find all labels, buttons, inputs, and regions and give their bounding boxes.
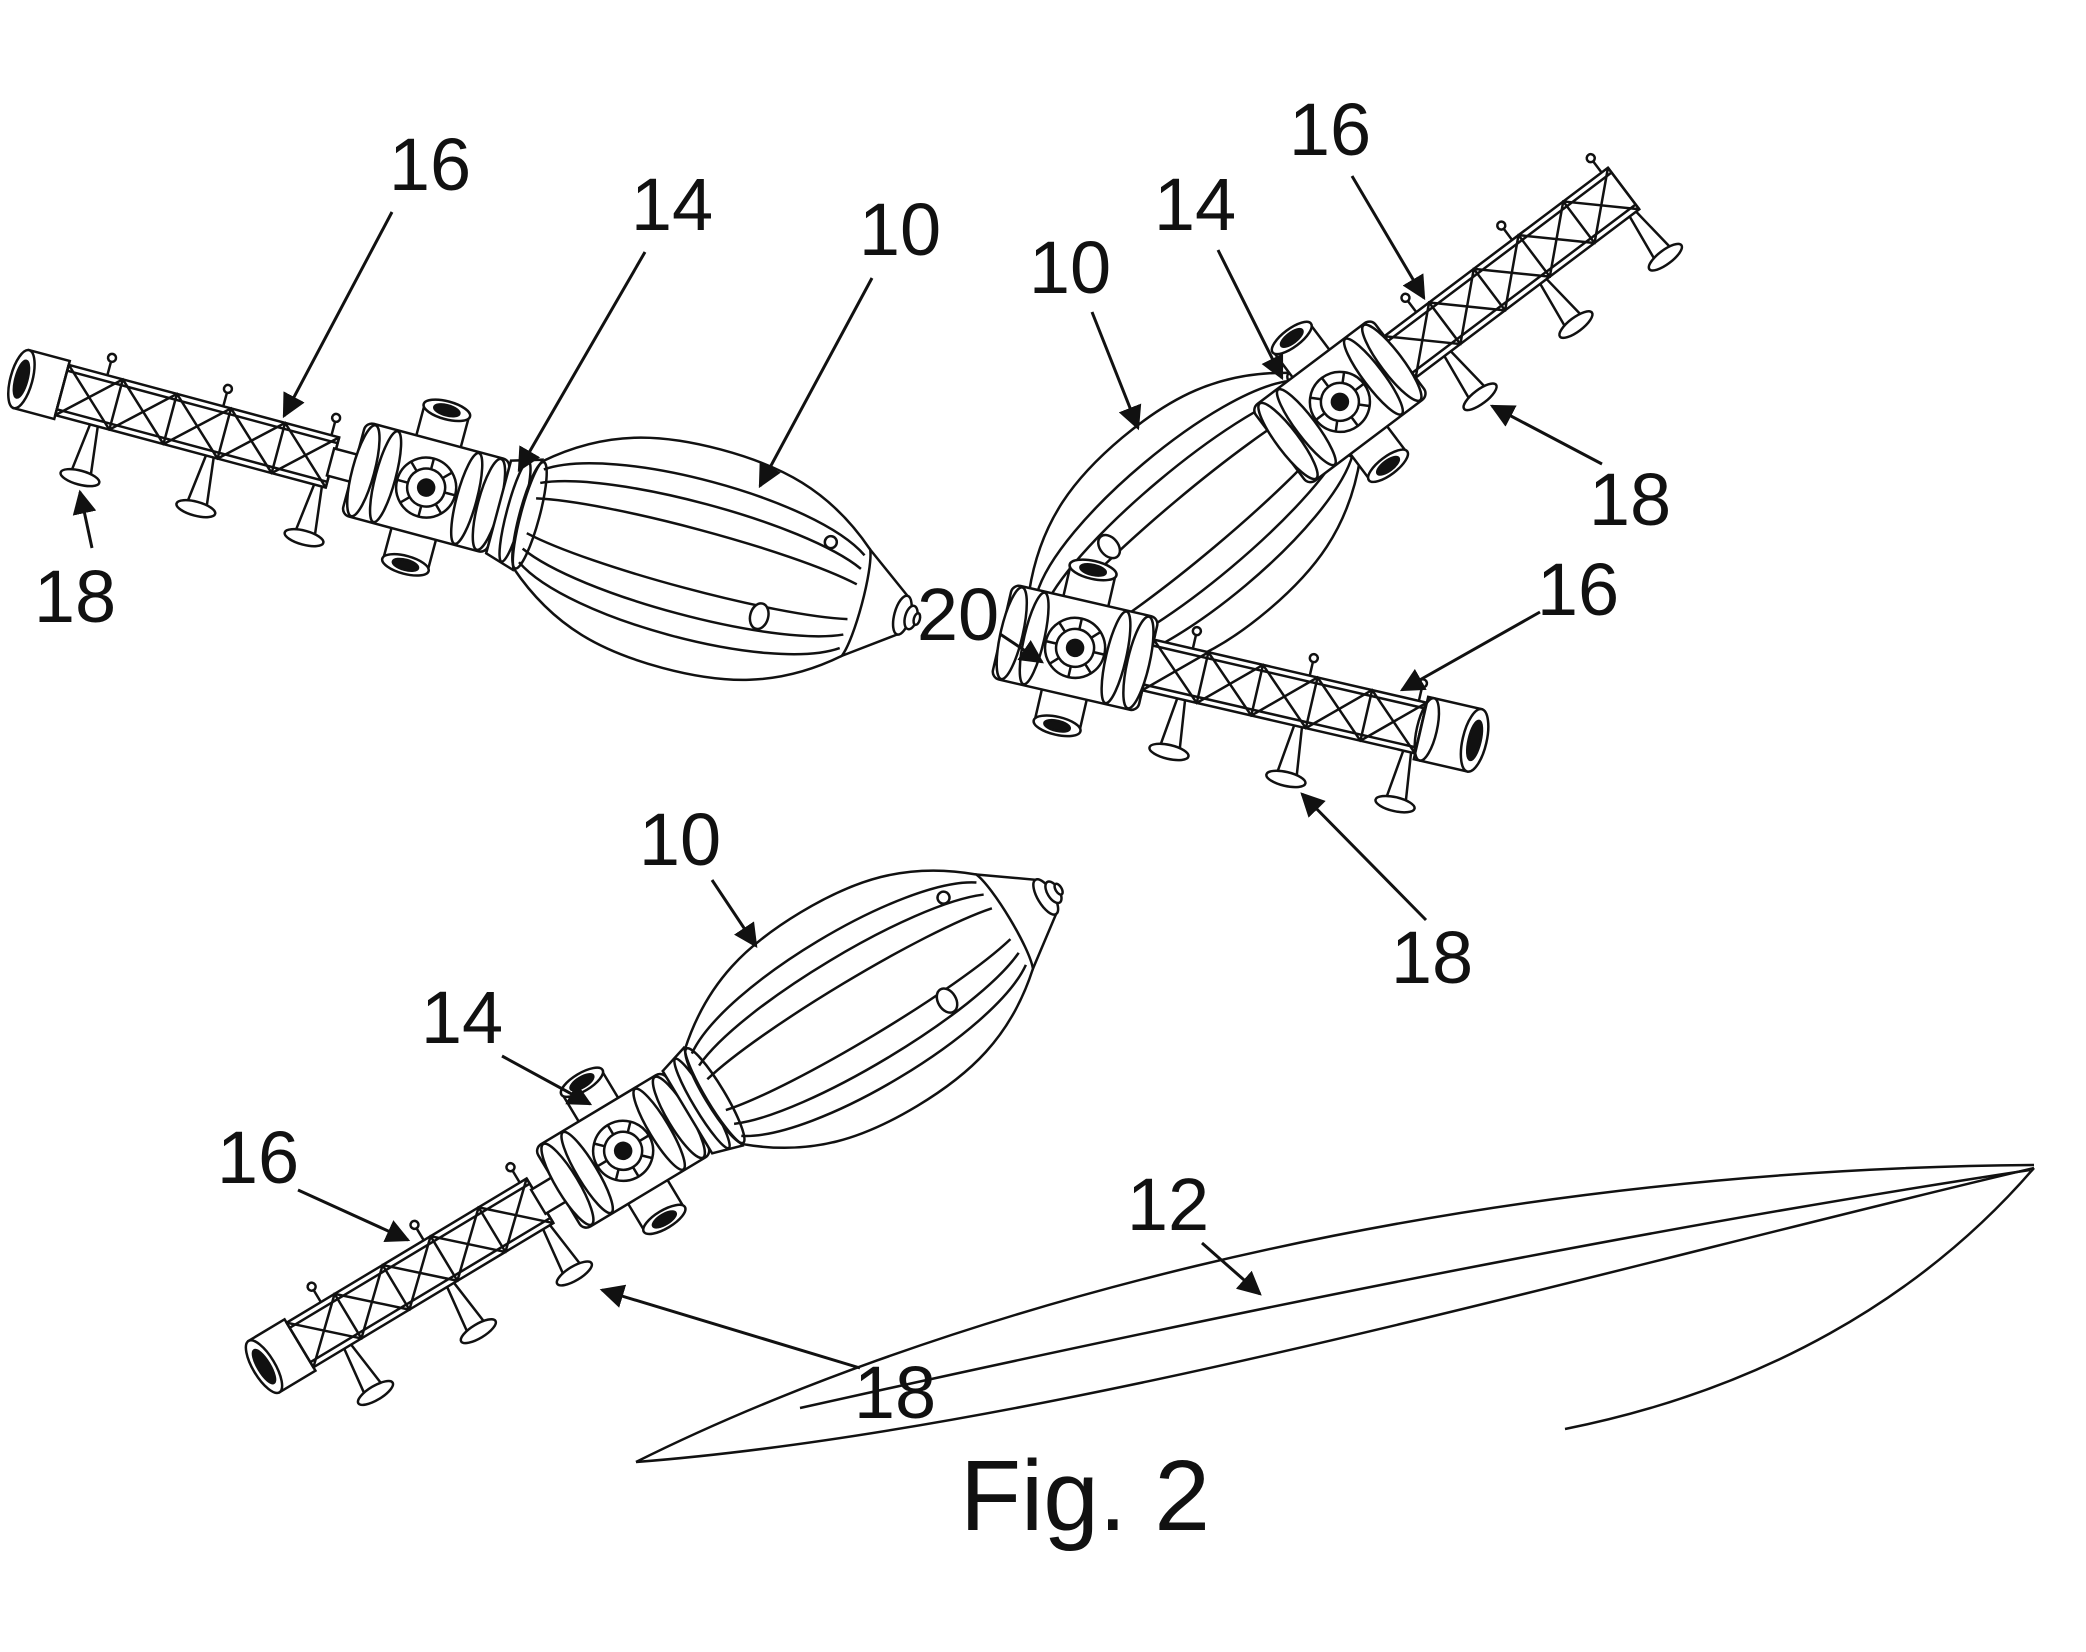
ref-label-10: 10 [639,798,721,881]
leader-arrow-14-bottom-left [501,1054,593,1106]
leader-arrow-10-bottom-left [710,879,758,948]
ref-label-18: 18 [1589,458,1671,541]
ref-label-14: 14 [421,976,503,1059]
leader-arrow-16-top-left [282,211,394,419]
surface-curve [635,1163,2035,1464]
ref-label-14: 14 [631,163,713,246]
surface-lower-line [635,1166,2035,1464]
figure-caption: Fig. 2 [960,1440,1210,1552]
leader-arrow-18-bottom-right [1300,792,1428,922]
leader-arrow-20 [999,632,1044,664]
leader-arrow-16-lower-right [1399,610,1541,692]
leader-arrows [72,175,1603,1370]
ref-label-14: 14 [1154,163,1236,246]
surface-crease-line [799,1168,2031,1410]
leader-arrow-14-top-right [1216,249,1284,381]
surface-tail-line [1564,1167,2035,1431]
leader-arrow-10-top-left [758,277,874,489]
ref-label-16: 16 [389,123,471,206]
leader-arrow-16-upper-right [1350,175,1426,301]
leader-arrow-18-right [1489,404,1603,466]
ref-label-18: 18 [854,1351,936,1434]
leader-arrow-16-bottom-left [297,1188,411,1242]
spacecraft-assembly-top-left [0,267,949,729]
ref-label-18: 18 [34,555,116,638]
ref-label-16: 16 [1289,88,1371,171]
leader-arrow-18-bottom-left [599,1284,861,1370]
ref-label-16: 16 [217,1116,299,1199]
reference-labels: 16 14 10 18 16 14 10 18 16 20 18 10 14 1… [34,88,1671,1434]
ref-label-20: 20 [917,573,999,656]
leader-arrow-10-top-right [1090,311,1142,431]
ref-label-10: 10 [859,188,941,271]
leader-arrow-18-top-left [72,489,97,549]
leader-arrow-12 [1201,1241,1262,1296]
ref-label-16: 16 [1537,548,1619,631]
ref-label-12: 12 [1127,1163,1209,1246]
surface-upper-line [635,1163,2035,1464]
ref-label-18: 18 [1391,916,1473,999]
leader-arrow-14-top-left [517,251,647,473]
ref-label-10: 10 [1029,226,1111,309]
